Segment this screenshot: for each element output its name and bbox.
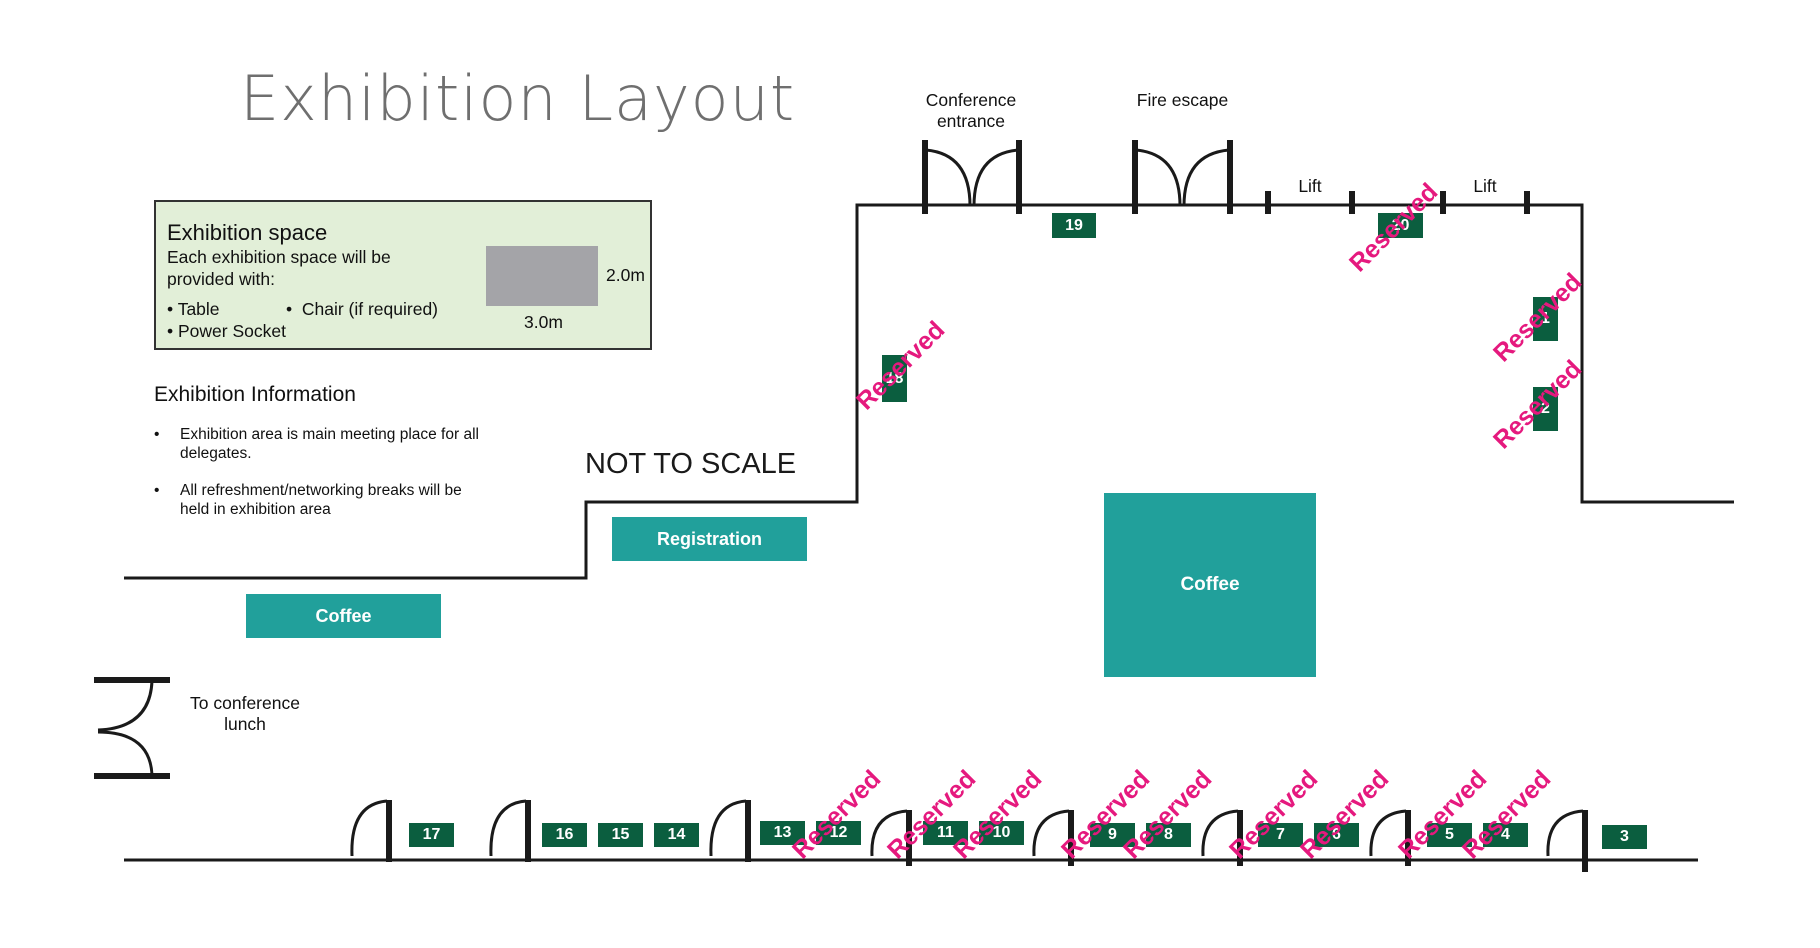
stand-13: 13 [760,821,805,845]
stand-3: 3 [1602,825,1647,849]
exhibition-space-description: Each exhibition space will be provided w… [167,247,391,289]
stand-14: 14 [654,823,699,847]
stand-height-label: 2.0m [606,265,645,285]
fire-escape-label: Fire escape [1136,90,1229,110]
coffee-area-left: Coffee [246,594,441,638]
conference-lunch-label: To conference lunch [190,693,300,734]
lunch-door [94,677,170,779]
lift-label: Lift [1298,176,1322,196]
stand-2: 2 [1533,387,1558,431]
item-power-socket: • Power Socket [167,321,286,341]
stand-18: 18 [882,355,907,402]
stand-size-sample [486,246,598,306]
stand-15: 15 [598,823,643,847]
stand-6: 6 [1314,823,1359,847]
page-title: Exhibition Layout [240,62,796,135]
stand-width-label: 3.0m [524,312,563,332]
coffee-area-center: Coffee [1104,493,1316,677]
stand-8: 8 [1146,823,1191,847]
fire-escape-door [1132,140,1233,214]
stand-12: 12 [816,821,861,845]
lift-label: Lift [1473,176,1497,196]
scale-note: NOT TO SCALE [585,448,797,480]
conference-entrance-door [922,140,1022,214]
exhibition-info-title: Exhibition Information [154,383,356,406]
stand-16: 16 [542,823,587,847]
stand-1: 1 [1533,297,1558,341]
item-chair: • Chair (if required) [286,299,439,319]
registration-area: Registration [612,517,807,561]
stand-4: 4 [1483,823,1528,847]
stand-11: 11 [923,821,968,845]
stand-19: 19 [1052,213,1096,238]
info-item: All refreshment/networking breaks will b… [154,481,494,519]
info-item: Exhibition area is main meeting place fo… [154,425,494,463]
item-table: • Table [167,299,220,319]
exhibition-space-title: Exhibition space [167,220,328,245]
lift-markers [1265,191,1530,214]
stand-9: 9 [1090,823,1135,847]
conference-entrance-label: Conference entrance [925,90,1017,131]
stand-7: 7 [1258,823,1303,847]
exhibition-space-box: Exhibition space Each exhibition space w… [154,200,652,350]
stand-17: 17 [409,823,454,847]
exhibition-info-list: Exhibition area is main meeting place fo… [154,425,494,537]
stand-5: 5 [1427,823,1472,847]
stand-10: 10 [979,821,1024,845]
stand-20: 20 [1378,213,1423,238]
bottom-doors [350,799,1588,872]
outer-wall [124,203,1734,580]
